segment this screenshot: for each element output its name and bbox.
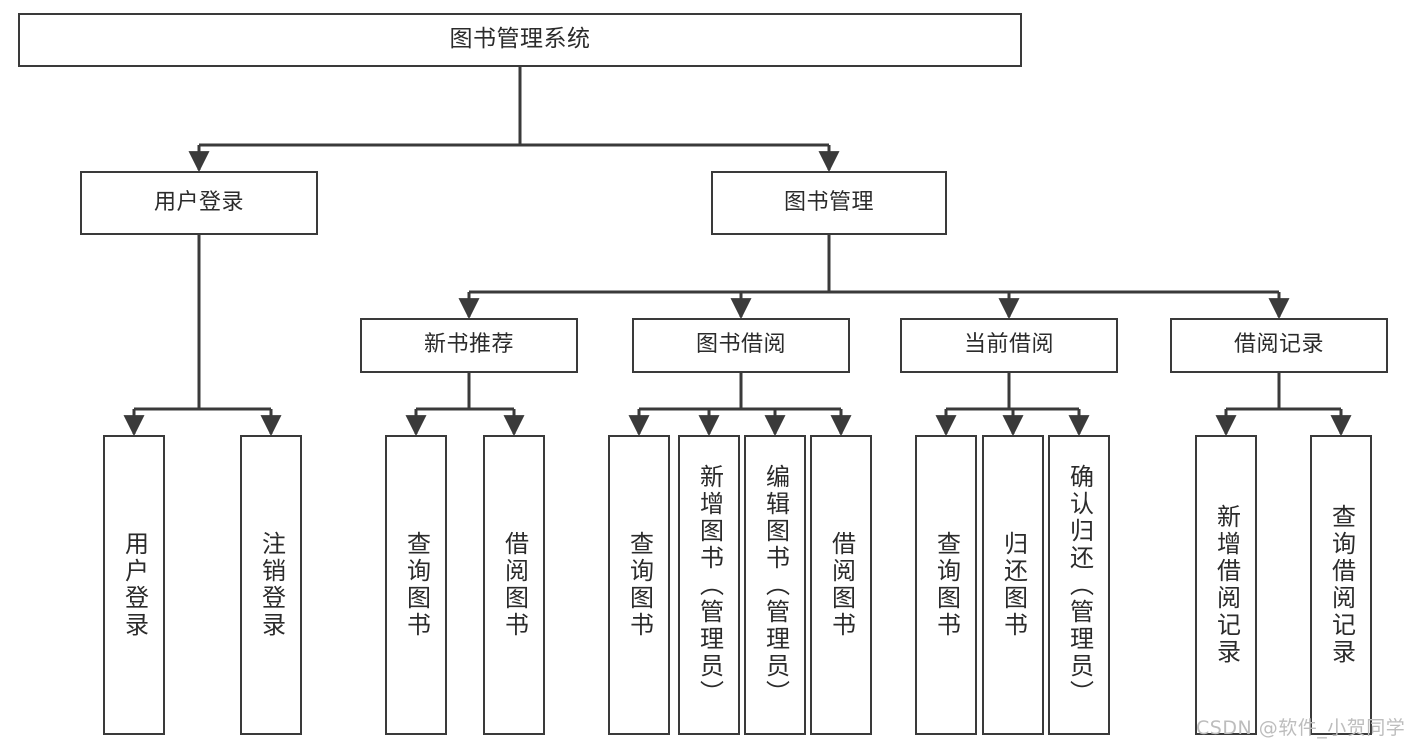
node-label: 当前借阅: [963, 332, 1054, 358]
node-leaf-bw-edit[interactable]: 编辑图书（管理员）: [744, 435, 806, 735]
node-label: 确认归还（管理员）: [1065, 463, 1094, 707]
node-newbook[interactable]: 新书推荐: [360, 318, 578, 373]
node-leaf-user-login[interactable]: 用户登录: [103, 435, 165, 735]
node-label: 编辑图书（管理员）: [761, 463, 790, 707]
node-label: 用户登录: [153, 189, 244, 215]
node-label: 查询图书: [932, 531, 961, 639]
node-label: 查询借阅记录: [1327, 504, 1356, 666]
node-leaf-nb-query[interactable]: 查询图书: [385, 435, 447, 735]
node-label: 新书推荐: [423, 332, 514, 358]
csdn-watermark: CSDN @软件_小贺同学: [1196, 717, 1405, 739]
node-login[interactable]: 用户登录: [80, 171, 318, 235]
node-records[interactable]: 借阅记录: [1170, 318, 1388, 373]
node-leaf-rec-query[interactable]: 查询借阅记录: [1310, 435, 1372, 735]
node-leaf-bw-borrow[interactable]: 借阅图书: [810, 435, 872, 735]
node-label: 查询图书: [402, 531, 431, 639]
node-label: 借阅图书: [500, 531, 529, 639]
node-label: 归还图书: [999, 531, 1028, 639]
node-leaf-bw-add[interactable]: 新增图书（管理员）: [678, 435, 740, 735]
node-label: 用户登录: [120, 531, 149, 639]
node-label: 新增图书（管理员）: [695, 463, 724, 707]
node-label: 借阅记录: [1233, 332, 1324, 358]
node-leaf-cur-return[interactable]: 归还图书: [982, 435, 1044, 735]
node-label: 图书借阅: [695, 332, 786, 358]
node-label: 借阅图书: [827, 531, 856, 639]
node-label: 图书管理系统: [449, 26, 591, 53]
node-leaf-bw-query[interactable]: 查询图书: [608, 435, 670, 735]
node-leaf-logout[interactable]: 注销登录: [240, 435, 302, 735]
node-label: 图书管理: [783, 189, 874, 215]
node-label: 查询图书: [625, 531, 654, 639]
node-leaf-cur-confirm[interactable]: 确认归还（管理员）: [1048, 435, 1110, 735]
node-label: 注销登录: [257, 531, 286, 639]
node-label: 新增借阅记录: [1212, 504, 1241, 666]
node-bookmgmt[interactable]: 图书管理: [711, 171, 947, 235]
node-root[interactable]: 图书管理系统: [18, 13, 1022, 67]
node-leaf-nb-borrow[interactable]: 借阅图书: [483, 435, 545, 735]
node-current[interactable]: 当前借阅: [900, 318, 1118, 373]
node-borrow[interactable]: 图书借阅: [632, 318, 850, 373]
node-leaf-rec-add[interactable]: 新增借阅记录: [1195, 435, 1257, 735]
node-leaf-cur-query[interactable]: 查询图书: [915, 435, 977, 735]
